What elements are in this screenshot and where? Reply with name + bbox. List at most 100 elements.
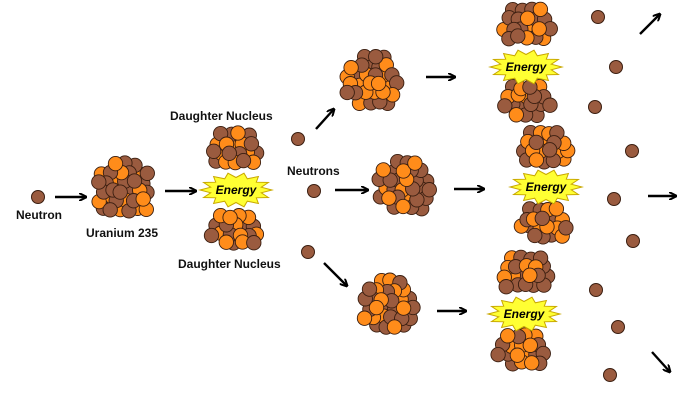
neutron <box>625 144 639 158</box>
proton <box>548 201 565 217</box>
neutron <box>301 245 315 259</box>
neutron-particle <box>339 84 355 101</box>
proton <box>395 300 412 316</box>
energy-label: Energy <box>216 183 258 197</box>
neutron-particle <box>235 152 252 169</box>
proton <box>528 152 545 168</box>
daughter-nucleus <box>490 327 551 372</box>
arrow-neutron-up <box>315 109 334 130</box>
neutron-particle <box>91 174 107 190</box>
energy-label: Energy <box>526 180 568 194</box>
neutron-label: Neutron <box>16 208 62 222</box>
neutron-particle <box>498 279 514 295</box>
proton <box>500 328 516 344</box>
neutron <box>611 320 625 334</box>
neutron-particle <box>527 227 543 244</box>
neutron-particle <box>361 281 378 297</box>
uranium-nucleus-middle <box>371 153 437 217</box>
neutron-particle <box>490 346 506 363</box>
neutron <box>589 283 603 297</box>
proton <box>375 162 391 178</box>
proton <box>522 267 538 283</box>
daughter-nucleus-label-top: Daughter Nucleus <box>170 109 273 123</box>
neutron-particle <box>558 220 574 236</box>
proton <box>522 337 538 353</box>
proton <box>531 21 547 37</box>
uranium-nucleus-bottom <box>356 272 421 335</box>
neutron-particle <box>112 184 128 200</box>
neutron-particle <box>203 227 220 244</box>
daughter-nucleus-label-bottom: Daughter Nucleus <box>178 257 281 271</box>
arrows <box>55 14 676 372</box>
proton <box>370 75 387 92</box>
neutron-particle <box>246 235 262 251</box>
proton <box>356 310 373 326</box>
uranium-nucleus <box>91 155 155 219</box>
daughter-nucleus-bottom <box>203 207 265 251</box>
proton <box>230 125 246 141</box>
arrow-out-top <box>639 14 660 35</box>
neutron-particle <box>510 28 526 44</box>
daughter-nucleus <box>513 201 574 245</box>
proton <box>524 355 540 371</box>
proton <box>107 155 124 172</box>
neutron-particle <box>126 173 143 189</box>
proton <box>343 60 359 76</box>
proton <box>135 191 151 207</box>
neutron <box>609 60 623 74</box>
neutron-particle <box>421 182 437 198</box>
neutron <box>603 368 617 382</box>
neutron-particle <box>497 98 513 114</box>
energy-burst-shape <box>198 172 274 208</box>
incoming-neutron <box>31 190 45 204</box>
proton <box>508 107 524 123</box>
neutron-particle <box>542 142 558 158</box>
uranium-label: Uranium 235 <box>86 226 158 240</box>
daughter-nucleus <box>516 124 576 170</box>
daughter-nucleus <box>497 78 558 123</box>
arrow-neutron-down <box>323 262 347 286</box>
proton <box>519 10 536 26</box>
energy-burst: Energy <box>486 296 562 332</box>
neutrons-label: Neutrons <box>287 164 340 178</box>
free-neutrons <box>31 10 640 382</box>
energy-burst: Energy <box>488 49 564 85</box>
neutron-particle <box>368 49 384 65</box>
neutron <box>626 234 640 248</box>
energy-burst-shape <box>508 169 584 205</box>
proton <box>368 299 385 316</box>
proton <box>386 319 403 335</box>
neutron-particle <box>206 143 222 159</box>
proton <box>509 347 526 363</box>
neutron <box>607 192 621 206</box>
energy-burst-shape <box>486 296 562 332</box>
neutron <box>307 184 321 198</box>
daughter-nucleus-top <box>206 125 265 171</box>
energy-label: Energy <box>506 60 548 74</box>
energy-burst-shape <box>488 49 564 85</box>
proton <box>407 155 423 171</box>
proton <box>395 198 411 215</box>
neutron <box>591 10 605 24</box>
arrow-out-bot <box>651 351 670 372</box>
proton <box>532 1 549 18</box>
proton <box>381 190 397 206</box>
energy-label: Energy <box>504 307 546 321</box>
neutron-particle <box>528 134 544 151</box>
neutron-particle <box>542 97 558 113</box>
neutron-particle <box>221 145 237 161</box>
neutron-particle <box>243 136 260 152</box>
proton <box>395 163 412 179</box>
neutron <box>588 100 602 114</box>
energy-burst: Energy <box>508 169 584 205</box>
neutron-particle <box>534 210 550 227</box>
proton <box>222 209 238 226</box>
neutron-particle <box>139 165 155 181</box>
energy-burst: Energy <box>198 172 274 208</box>
uranium-nucleus-top <box>339 48 405 112</box>
daughter-nucleus <box>496 1 558 47</box>
proton <box>218 234 234 250</box>
neutron <box>291 132 305 146</box>
